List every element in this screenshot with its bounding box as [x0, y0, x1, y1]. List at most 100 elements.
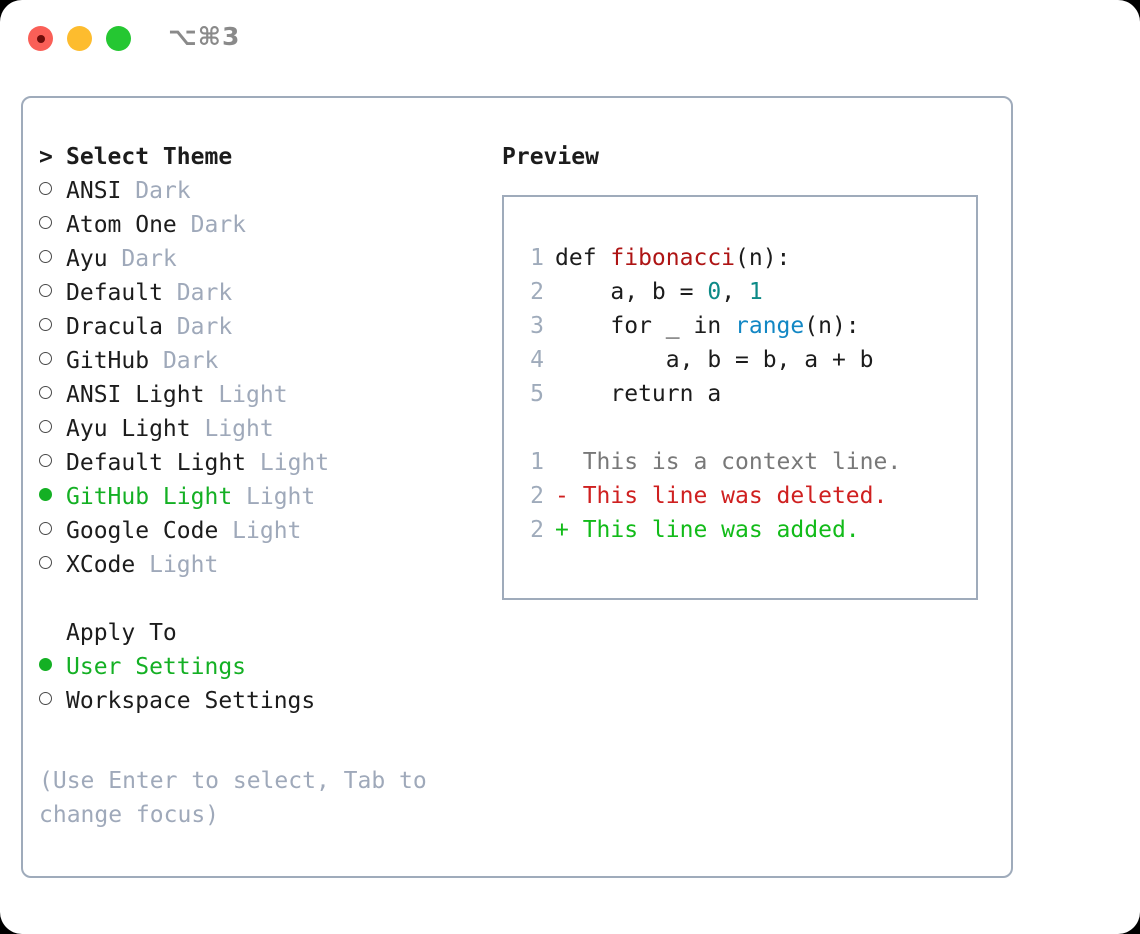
theme-name: GitHub [66, 348, 163, 374]
theme-variant: Dark [162, 348, 219, 374]
line-number: 2 [530, 483, 544, 509]
radio-unselected-icon[interactable] [39, 520, 66, 543]
diff-text: - This line was deleted. [555, 483, 888, 509]
radio-unselected-icon[interactable] [39, 248, 66, 271]
radio-dot [39, 386, 52, 399]
code-line: 4 a, b = b, a + b [516, 347, 976, 381]
window-title: ⌥⌘3 [168, 22, 241, 51]
apply-to-header: Apply To [39, 620, 479, 654]
theme-option[interactable]: ANSI Dark [39, 178, 479, 212]
code-token: 0 [707, 279, 722, 305]
theme-variant: Light [204, 416, 274, 442]
diff-line: 2 - This line was deleted. [516, 483, 976, 517]
code-spacer [516, 415, 976, 449]
spacer [39, 586, 479, 620]
radio-selected-icon[interactable] [39, 486, 66, 509]
theme-variant: Dark [190, 212, 247, 238]
radio-unselected-icon[interactable] [39, 384, 66, 407]
theme-variant: Light [259, 450, 330, 476]
radio-unselected-icon[interactable] [39, 350, 66, 373]
theme-variant: Light [218, 382, 288, 408]
code-token: fibonacci [610, 245, 736, 271]
radio-unselected-icon[interactable] [39, 180, 66, 203]
radio-dot [39, 216, 52, 229]
line-number: 4 [530, 347, 544, 373]
caret-icon: > [39, 144, 53, 170]
code-token: , [721, 279, 749, 305]
no-marker [39, 622, 66, 645]
diff-line: 2+ This line was added. [516, 517, 976, 551]
theme-variant: Dark [135, 178, 191, 204]
line-number: 3 [530, 313, 544, 339]
radio-unselected-icon[interactable] [39, 554, 66, 577]
theme-option[interactable]: Dracula Dark [39, 314, 479, 348]
radio-unselected-icon[interactable] [39, 690, 66, 713]
apply-to-name: User Settings [66, 654, 247, 680]
maximize-button[interactable] [106, 26, 131, 51]
theme-option[interactable]: GitHub Light Light [39, 484, 479, 518]
radio-unselected-icon[interactable] [39, 282, 66, 305]
theme-variant: Dark [121, 246, 177, 272]
line-number: 1 [530, 449, 544, 475]
radio-dot [39, 250, 52, 263]
theme-name: Default Light [66, 450, 260, 476]
radio-unselected-icon[interactable] [39, 316, 66, 339]
theme-variant: Dark [176, 280, 233, 306]
apply-to-name: Workspace Settings [66, 688, 316, 714]
code-token: for _ in [555, 313, 736, 339]
radio-dot [39, 284, 52, 297]
apply-to-label: Apply To [66, 620, 177, 646]
apply-to-option[interactable]: User Settings [39, 654, 479, 688]
diff-text: + This line was added. [555, 517, 860, 543]
radio-unselected-icon[interactable] [39, 418, 66, 441]
code-token: range [735, 313, 805, 339]
apply-to-option[interactable]: Workspace Settings [39, 688, 479, 722]
theme-name: Atom One [66, 212, 191, 238]
theme-name: Ayu [66, 246, 122, 272]
radio-dot [39, 692, 52, 705]
radio-dot [39, 420, 52, 433]
theme-option[interactable]: XCode Light [39, 552, 479, 586]
theme-name: Google Code [66, 518, 233, 544]
theme-option[interactable]: Atom One Dark [39, 212, 479, 246]
theme-variant: Light [149, 552, 219, 578]
theme-option[interactable]: Google Code Light [39, 518, 479, 552]
code-line: 5 return a [516, 381, 976, 415]
theme-option[interactable]: Default Dark [39, 280, 479, 314]
radio-dot [39, 182, 52, 195]
theme-option[interactable]: ANSI Light Light [39, 382, 479, 416]
theme-option[interactable]: GitHub Dark [39, 348, 479, 382]
line-number: 2 [530, 279, 544, 305]
keyboard-hint: (Use Enter to select, Tab to change focu… [39, 768, 427, 828]
theme-variant: Dark [176, 314, 233, 340]
radio-dot [39, 352, 52, 365]
theme-option[interactable]: Ayu Dark [39, 246, 479, 280]
radio-dot [39, 454, 52, 467]
code-line: 3 for _ in range(n): [516, 313, 976, 347]
code-token: def [555, 245, 611, 271]
preview-title: Preview [502, 144, 599, 170]
diff-sample: 1 This is a context line.2 - This line wa… [516, 449, 976, 551]
title-bar: ⌥⌘3 [0, 0, 1140, 76]
diff-line: 1 This is a context line. [516, 449, 976, 483]
select-theme-label: Select Theme [66, 144, 233, 170]
radio-selected-icon[interactable] [39, 656, 66, 679]
radio-unselected-icon[interactable] [39, 452, 66, 475]
code-token: return a [555, 381, 722, 407]
theme-option[interactable]: Default Light Light [39, 450, 479, 484]
theme-variant: Light [246, 484, 316, 510]
minimize-button[interactable] [67, 26, 92, 51]
code-token: a, b = [555, 279, 708, 305]
close-button[interactable] [28, 26, 53, 51]
radio-unselected-icon[interactable] [39, 214, 66, 237]
theme-option[interactable]: Ayu Light Light [39, 416, 479, 450]
theme-name: Ayu Light [66, 416, 205, 442]
theme-variant: Light [232, 518, 302, 544]
